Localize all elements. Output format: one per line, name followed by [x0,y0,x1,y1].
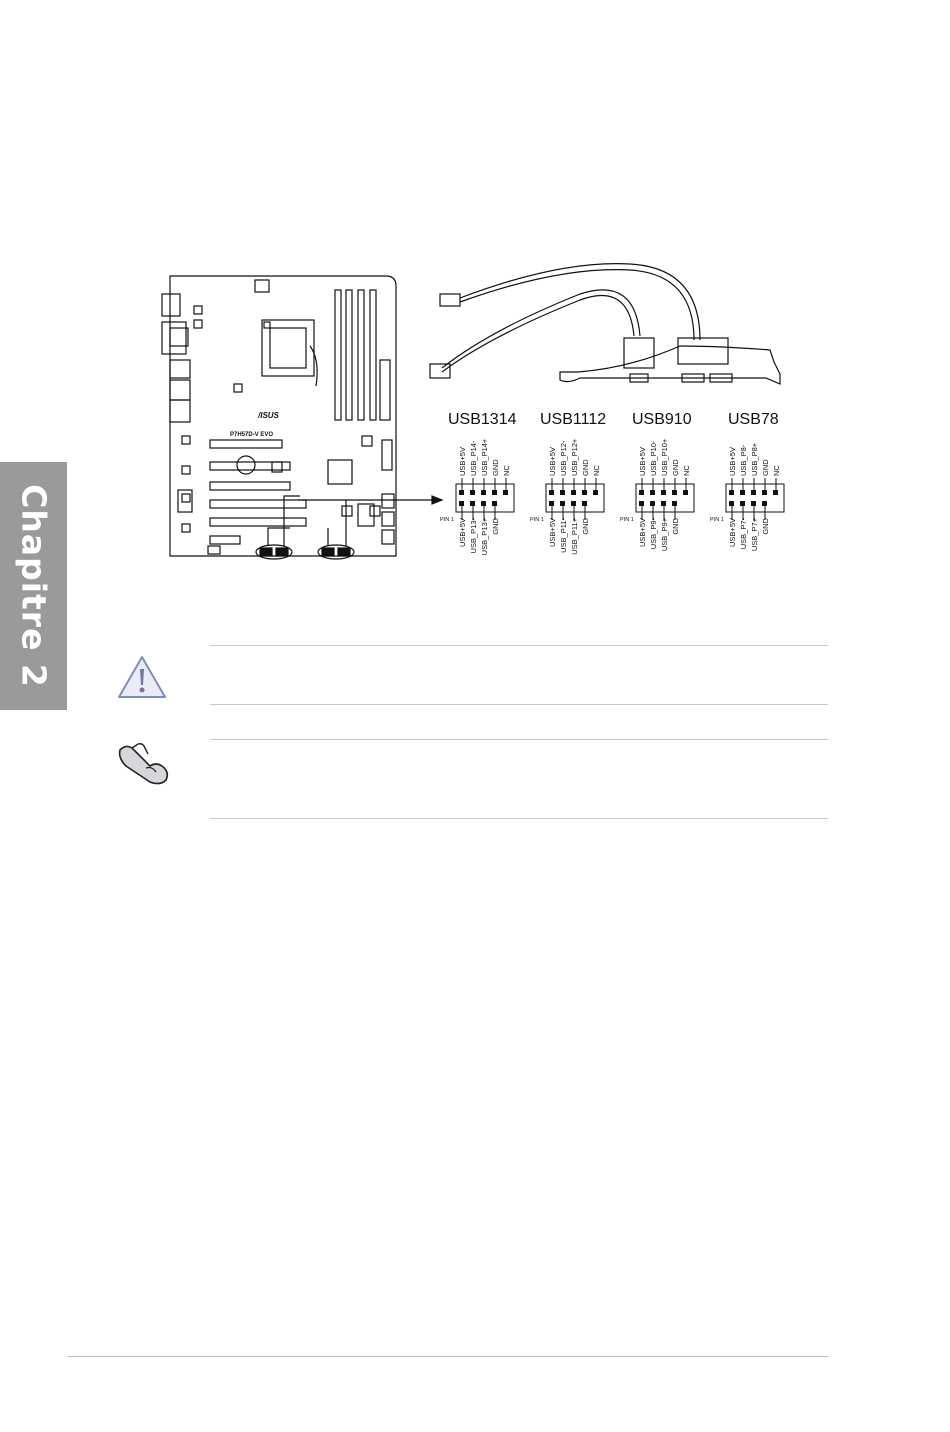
pin-label: USB_P13- [469,518,478,554]
pin-label: USB_P11- [559,518,568,553]
pin-label: GND [491,517,500,534]
header-title: USB1112 [540,411,606,428]
pin-label: USB+5V [458,447,467,476]
pin-label: GND [671,459,680,476]
pin-label: GND [581,517,590,534]
pin-label: USB+5V [728,518,737,547]
warning-rule-bottom [210,704,828,705]
pin-label: USB+5V [458,518,467,547]
pin-label: USB+5V [548,518,557,547]
figure-caption: P7H57D-V EVO USB2.0 connectors [170,567,436,575]
pin-label: NC [682,465,691,476]
chapter-label: Chapitre 2 [14,484,53,688]
pin-label: USB_P12+ [570,438,579,476]
pin1-label: PIN 1 [710,517,724,523]
header-title: USB1314 [448,411,517,428]
pin-label: USB_P12- [559,440,568,476]
footer-rule [68,1356,828,1357]
hand-note-icon [116,740,174,791]
pin-label: USB_P13+ [480,517,489,555]
header-title: USB910 [632,411,692,428]
pin-label: NC [502,465,511,476]
note-rule-bottom [210,818,828,819]
usb-connectors-figure: P7H57D-V EVO /ISUS [160,250,800,575]
warning-rule-top [210,645,828,646]
board-model-label: P7H57D-V EVO [230,432,273,438]
pin-label: USB_P8- [739,444,748,476]
pin-label: USB_P7- [739,517,748,549]
pin-label: USB_P10- [649,440,658,476]
pin-label: USB_P7+ [750,517,759,551]
usb-header-usb78: USB78 USB+5V USB_P8- USB_P8+ GND NC USB+… [710,411,785,551]
pin-label: USB_P9+ [660,517,669,551]
pin1-label: PIN 1 [440,517,454,523]
pin-label: USB_P8+ [750,442,759,476]
pin-label: NC [772,465,781,476]
chapter-tab: Chapitre 2 [0,462,67,710]
pin-label: GND [671,517,680,534]
usb-header-usb910: USB910 USB+5V USB_P10- USB_P10+ GND NC U… [620,411,695,551]
pin1-label: PIN 1 [530,517,544,523]
pin-label: USB_P11+ [570,517,579,554]
pin-label: GND [761,459,770,476]
usb-header-usb1314: USB1314 USB+5V USB_P14- USB_P14+ GND NC … [440,411,517,555]
warning-triangle-icon [116,654,168,705]
pin-label: USB+5V [548,447,557,476]
header-title: USB78 [728,411,779,428]
pin-label: USB_P14+ [480,438,489,476]
pin-label: NC [592,465,601,476]
pin-label: USB_P10+ [660,438,669,476]
pin-label: USB+5V [638,518,647,547]
pin-label: GND [761,517,770,534]
pin-label: GND [491,459,500,476]
note-rule-top [210,739,828,740]
motherboard-diagram: P7H57D-V EVO /ISUS [161,275,444,560]
pin-label: USB+5V [638,447,647,476]
pin-label: USB_P9- [649,517,658,549]
usb-bracket-cable-diagram [429,263,781,385]
usb-header-usb1112: USB1112 USB+5V USB_P12- USB_P12+ GND NC … [530,411,606,555]
pin1-label: PIN 1 [620,517,634,523]
pin-label: USB+5V [728,447,737,476]
board-brand-logo: /ISUS [257,411,280,420]
pin-label: USB_P14- [469,440,478,476]
pin-label: GND [581,459,590,476]
